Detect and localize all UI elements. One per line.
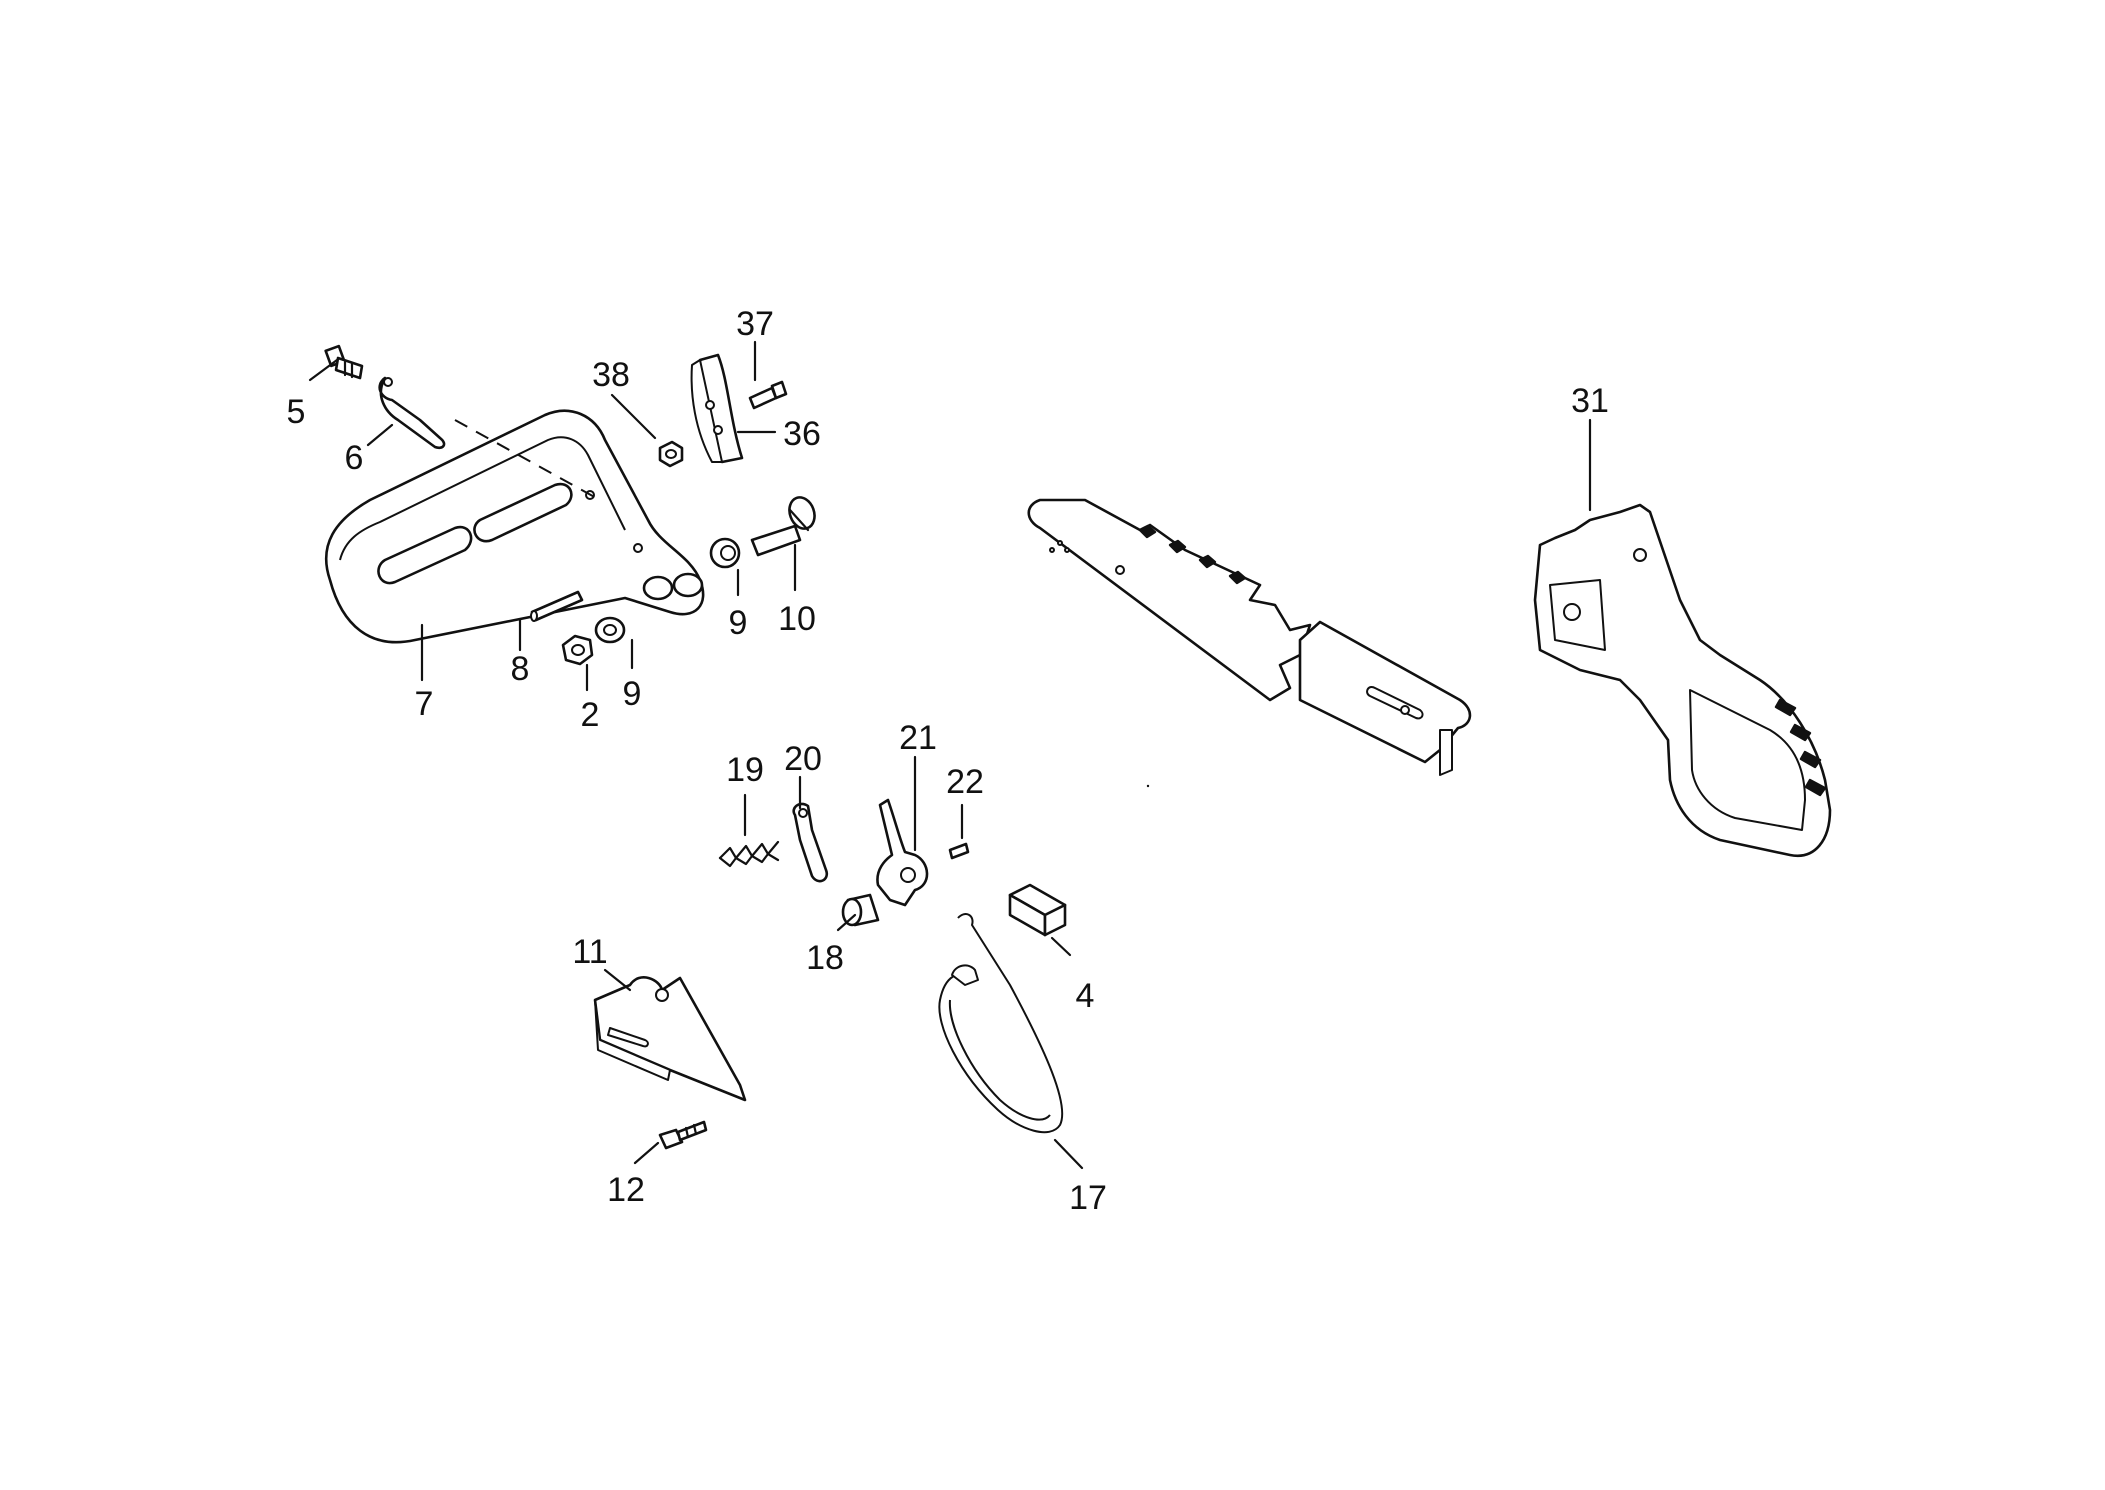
callout-37: 37 <box>736 305 774 343</box>
callout-22: 22 <box>946 763 984 801</box>
assembly-line-6-7 <box>454 419 601 501</box>
callout-5: 5 <box>287 393 306 431</box>
part-19-spring <box>718 840 780 868</box>
callout-6: 6 <box>345 439 364 477</box>
part-11-plate <box>593 976 747 1102</box>
part-37-screw <box>748 380 788 410</box>
callout-4: 4 <box>1076 977 1095 1015</box>
part-17-brake-band <box>938 913 1064 1134</box>
part-38-nut <box>658 440 684 468</box>
callout-31: 31 <box>1571 382 1609 420</box>
callout-9-upper: 9 <box>729 604 748 642</box>
callout-8: 8 <box>511 650 530 688</box>
part-6-hook <box>378 376 446 450</box>
part-22-pin <box>948 842 970 860</box>
part-2-nut <box>561 634 594 666</box>
part-21-brake-flag <box>876 798 929 907</box>
part-12-screw <box>658 1120 708 1150</box>
callout-7: 7 <box>415 685 434 723</box>
part-31-handle-housing <box>1533 503 1832 858</box>
callout-21: 21 <box>899 719 937 757</box>
part-7-guard-arm <box>324 409 705 644</box>
callout-12: 12 <box>607 1171 645 1209</box>
part-10-bolt <box>750 496 816 557</box>
callout-11: 11 <box>572 933 607 971</box>
callout-20: 20 <box>784 740 822 778</box>
callout-18: 18 <box>806 939 844 977</box>
part-36-bracket <box>690 353 744 464</box>
callout-2: 2 <box>581 696 600 734</box>
guide-bar-with-chain <box>1027 498 1472 776</box>
part-8-pin <box>530 590 584 622</box>
stray-dot <box>1146 784 1150 788</box>
callout-38: 38 <box>592 356 630 394</box>
callout-36: 36 <box>783 415 821 453</box>
callout-19: 19 <box>726 751 764 789</box>
part-20-lever <box>792 802 829 883</box>
callout-17: 17 <box>1069 1179 1107 1217</box>
callout-10: 10 <box>778 600 816 638</box>
part-4-block <box>1008 883 1067 937</box>
callout-9-lower: 9 <box>623 675 642 713</box>
part-5-bolt <box>324 344 364 380</box>
leader-lines <box>308 340 1592 1170</box>
part-9-spacer-upper <box>709 537 741 569</box>
part-9-washer-lower <box>594 616 626 644</box>
callout-labels: 5 6 7 8 2 9 9 10 38 37 36 31 19 20 21 22… <box>287 305 1609 1217</box>
